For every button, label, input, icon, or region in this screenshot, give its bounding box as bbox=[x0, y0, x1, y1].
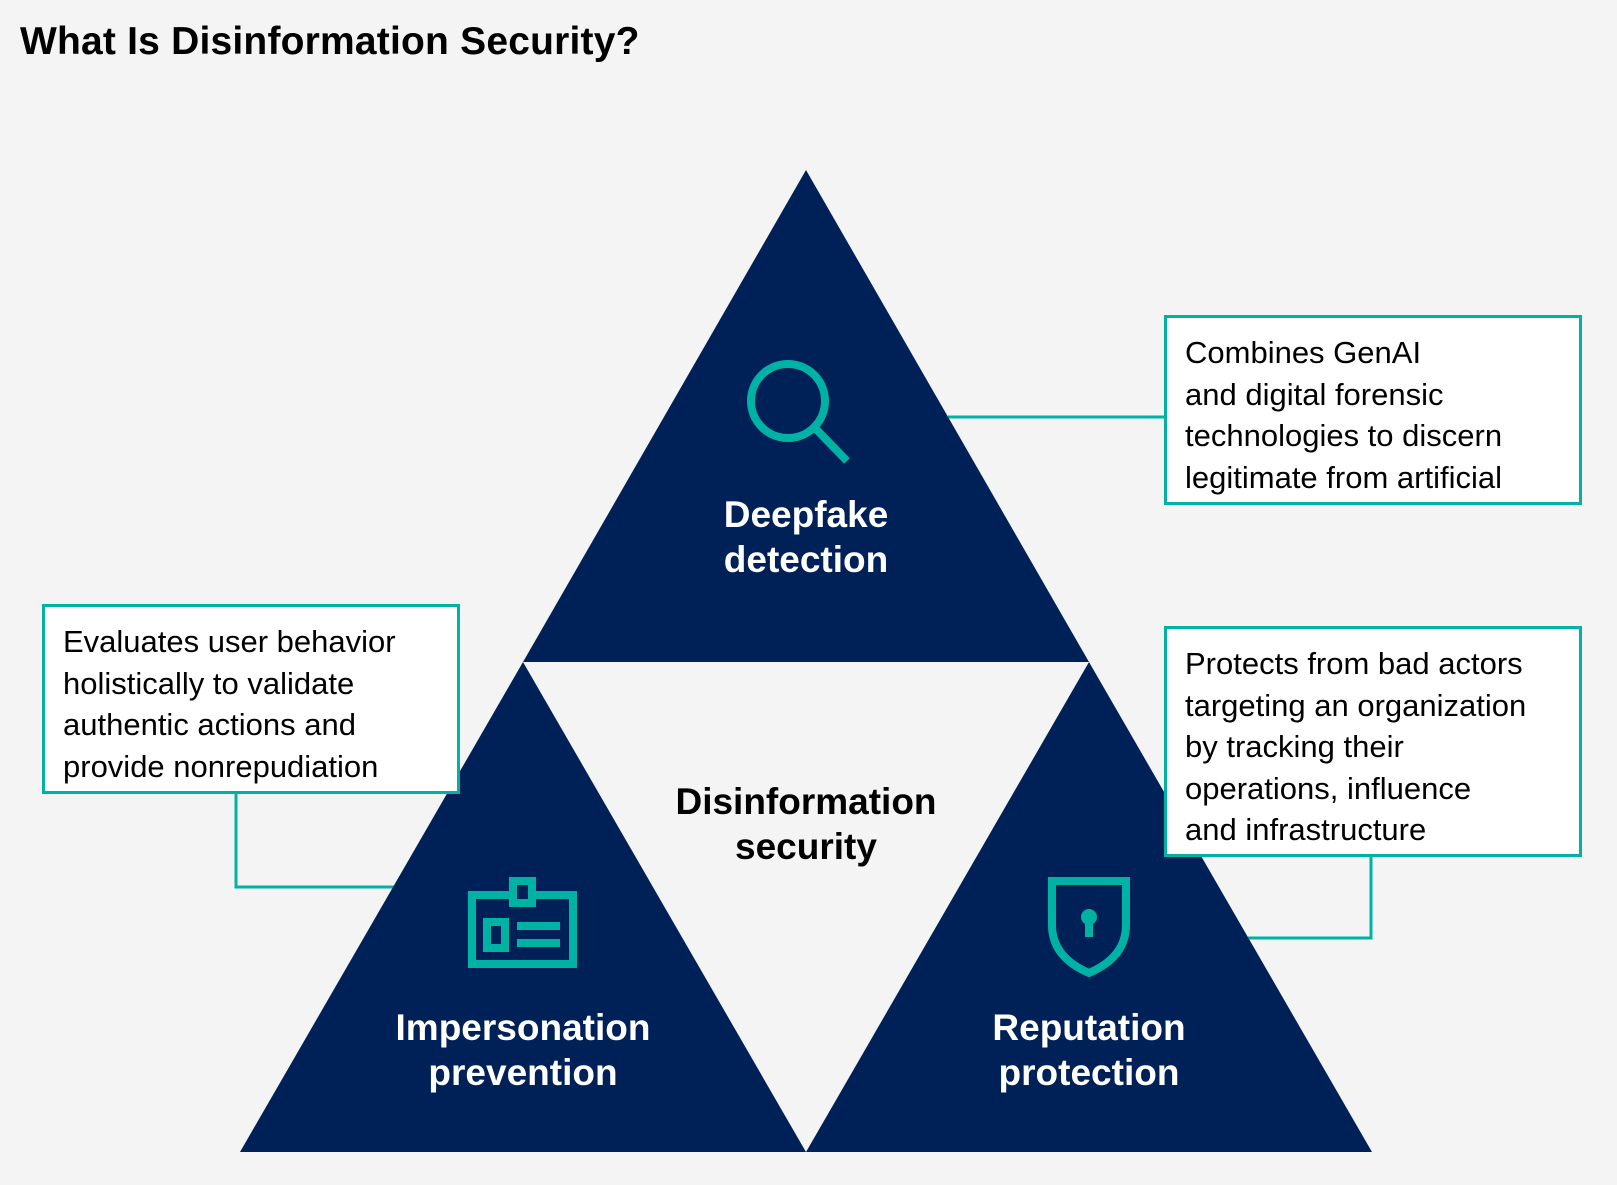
callout-line: authentic actions and bbox=[63, 707, 356, 742]
reputation-protection-label-line1: Reputation bbox=[992, 1007, 1186, 1048]
callout-line: holistically to validate bbox=[63, 665, 355, 701]
center-label-line1: Disinformation bbox=[675, 781, 937, 822]
callout-deepfake-detection: Combines GenAI and digital forensic tech… bbox=[1164, 315, 1582, 505]
center-label: Disinformation security bbox=[636, 779, 976, 869]
callout-line: by tracking their bbox=[1185, 729, 1404, 764]
callout-line: and infrastructure bbox=[1185, 812, 1427, 847]
callout-impersonation-prevention: Evaluates user behavior holistically to … bbox=[42, 604, 460, 794]
id-badge-icon bbox=[468, 877, 577, 968]
callout-line: provide nonrepudiation bbox=[63, 748, 379, 784]
impersonation-prevention-label-line1: Impersonation bbox=[395, 1007, 651, 1048]
triangle-reputation-protection bbox=[806, 662, 1372, 1152]
connector-reputation bbox=[1248, 857, 1373, 940]
impersonation-prevention-label: Impersonation prevention bbox=[353, 1005, 693, 1095]
reputation-protection-label-line2: protection bbox=[998, 1052, 1180, 1093]
magnifying-glass-icon bbox=[747, 360, 850, 464]
center-label-line2: security bbox=[735, 826, 877, 867]
callout-line: operations, influence bbox=[1185, 770, 1472, 806]
callout-line: targeting an organization bbox=[1185, 687, 1527, 723]
callout-line: and digital forensic bbox=[1185, 376, 1444, 412]
page-title: What Is Disinformation Security? bbox=[20, 20, 640, 63]
reputation-protection-label: Reputation protection bbox=[919, 1005, 1259, 1095]
callout-line: Protects from bad actors bbox=[1185, 646, 1523, 681]
deepfake-detection-label-line1: Deepfake bbox=[723, 494, 889, 535]
shield-keyhole-icon bbox=[1048, 877, 1130, 978]
callout-line: legitimate from artificial bbox=[1185, 459, 1502, 495]
connector-impersonation bbox=[234, 794, 394, 889]
deepfake-detection-label: Deepfake detection bbox=[636, 492, 976, 582]
callout-line: Evaluates user behavior bbox=[63, 624, 396, 659]
callout-line: technologies to discern bbox=[1185, 418, 1503, 453]
deepfake-detection-label-line2: detection bbox=[723, 539, 889, 580]
impersonation-prevention-label-line2: prevention bbox=[428, 1052, 618, 1093]
callout-reputation-protection: Protects from bad actors targeting an or… bbox=[1164, 626, 1582, 857]
callout-line: Combines GenAI bbox=[1185, 335, 1422, 370]
triangle-deepfake-detection bbox=[523, 170, 1089, 662]
